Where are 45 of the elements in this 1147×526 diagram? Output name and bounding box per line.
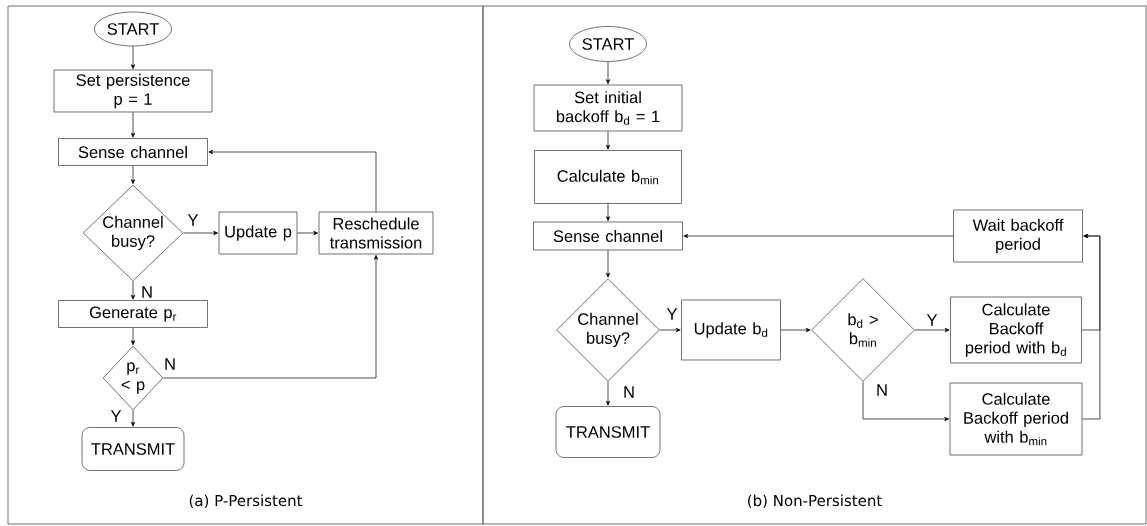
edge-label: N xyxy=(140,285,154,299)
terminal-box: TRANSMIT xyxy=(81,427,185,471)
start-oval: START xyxy=(569,26,647,62)
arrow xyxy=(914,327,950,333)
process-box: Calculate Backoff period with b$_{min}$ xyxy=(949,382,1083,456)
process-box: Wait backoff period xyxy=(953,209,1083,263)
edge-label: Y xyxy=(925,313,939,327)
arrow xyxy=(130,281,136,300)
arrow xyxy=(208,149,377,212)
arrow xyxy=(183,230,219,236)
arrow xyxy=(130,165,136,185)
edge-label: Y xyxy=(665,307,679,321)
process-box: Update b$_{d}$ xyxy=(681,299,781,361)
process-box: Update p xyxy=(218,211,298,255)
process-box: Set initial backoff b$_{d}$ = 1 xyxy=(533,84,683,132)
arrow xyxy=(163,254,379,379)
arrow xyxy=(297,230,319,236)
edge-label: Y xyxy=(186,213,200,227)
edge-label: Y xyxy=(109,409,123,423)
process-box: Reschedule transmission xyxy=(318,211,434,255)
process-box: Sense channel xyxy=(533,221,683,251)
process-box: Calculate b$_{min}$ xyxy=(534,150,682,204)
edge-label: N xyxy=(875,383,889,397)
arrow xyxy=(605,381,611,406)
arrow xyxy=(659,327,681,333)
process-box: Calculate Backoff period with b$_{d}$ xyxy=(950,296,1082,364)
process-box: Generate p$_{r}$ xyxy=(58,300,208,328)
arrow xyxy=(130,112,136,138)
arrow xyxy=(683,233,954,239)
process-box: Sense channel xyxy=(58,138,208,166)
arrow xyxy=(605,250,611,278)
arrow xyxy=(780,327,811,333)
arrow xyxy=(605,131,611,150)
terminal-box: TRANSMIT xyxy=(555,406,661,458)
edge-label: N xyxy=(622,385,636,399)
start-oval: START xyxy=(94,11,172,47)
arrow xyxy=(1082,233,1101,420)
arrow xyxy=(862,381,950,422)
arrow xyxy=(605,203,611,222)
arrow xyxy=(130,46,136,70)
arrow xyxy=(130,410,136,427)
process-box: Set persistence p = 1 xyxy=(53,69,213,113)
edge-label: N xyxy=(163,357,177,371)
arrow xyxy=(130,327,136,346)
arrow xyxy=(605,61,611,85)
